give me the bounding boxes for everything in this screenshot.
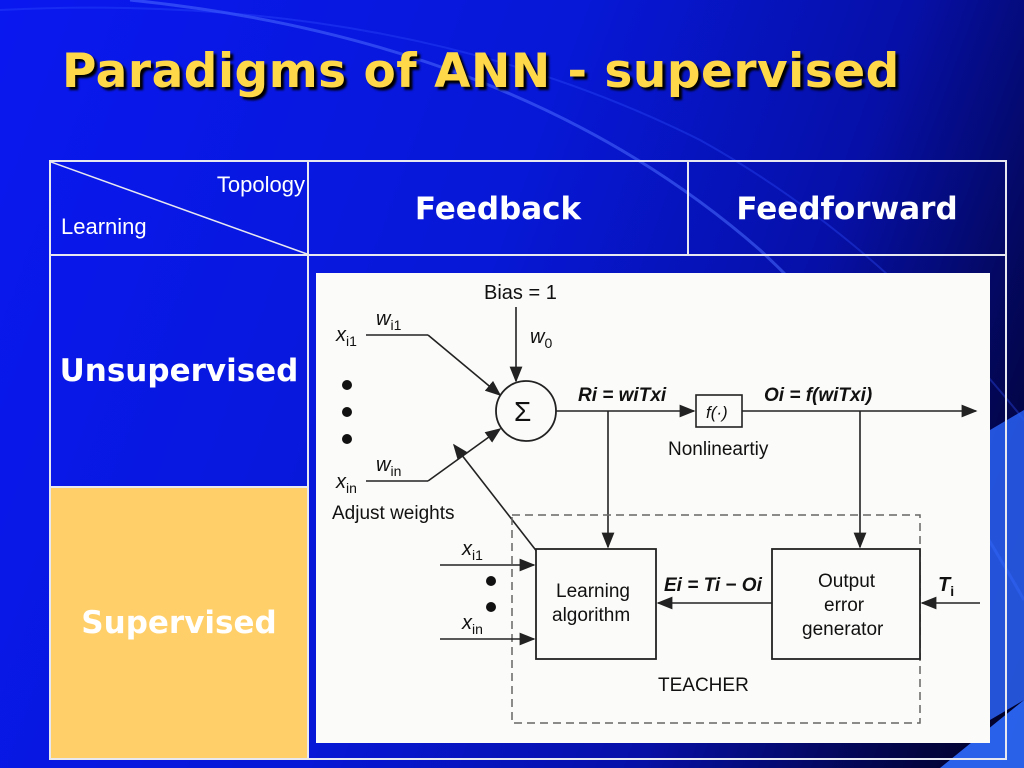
paradigm-table: Topology Learning Feedback Feedforward U…: [49, 160, 1007, 760]
slide-title: Paradigms of ANN - supervised: [62, 44, 900, 99]
nonlinearity-label: Nonlineartiy: [668, 439, 769, 460]
target-label: Ti: [938, 574, 954, 599]
neuron-teacher-diagram: Bias = 1 w0 Σ wi1 xi1 win xin Adjust wei…: [332, 282, 980, 724]
wi1-label: wi1: [376, 308, 402, 333]
topology-label: Topology: [216, 172, 305, 197]
output-error-label-line3: generator: [802, 619, 884, 640]
ellipsis-dot: [342, 380, 352, 390]
input-arrow-top: [427, 334, 502, 397]
column-header-feedback: Feedback: [309, 162, 689, 256]
ellipsis-dot: [342, 407, 352, 417]
output-error-generator-box: [771, 548, 921, 660]
supervised-learning-figure: Bias = 1 w0 Σ wi1 xi1 win xin Adjust wei…: [316, 273, 990, 743]
teacher-xi1-label: xi1: [461, 538, 483, 563]
teacher-xin-label: xin: [461, 612, 483, 637]
output-error-label-line1: Output: [818, 571, 876, 592]
learning-label: Learning: [61, 214, 147, 239]
bias-label: Bias = 1: [484, 282, 557, 304]
xin-label: xin: [335, 471, 357, 496]
ellipsis-dot: [486, 576, 496, 586]
adjust-weights-arrow: [453, 443, 539, 554]
learning-algorithm-box: [535, 548, 657, 660]
learning-algorithm-label-line2: algorithm: [552, 605, 630, 626]
input-arrow-bottom: [427, 428, 502, 482]
xi1-label: xi1: [335, 324, 357, 349]
column-header-feedforward: Feedforward: [689, 162, 1005, 256]
row-header-unsupervised: Unsupervised: [51, 256, 309, 488]
table-corner-cell: Topology Learning: [51, 162, 309, 256]
nonlinearity-box: [695, 394, 743, 428]
activation-equation: Ri = wiTxi: [578, 385, 667, 406]
learning-algorithm-label-line1: Learning: [556, 581, 630, 602]
row-header-supervised: Supervised: [51, 488, 309, 758]
adjust-weights-label: Adjust weights: [332, 503, 455, 524]
error-equation: Ei = Ti − Oi: [664, 575, 763, 596]
ellipsis-dot: [486, 602, 496, 612]
corner-diagonal-line: [51, 162, 308, 255]
ellipsis-dot: [342, 434, 352, 444]
win-label: win: [376, 454, 401, 479]
nonlinearity-function: f(·): [706, 403, 728, 422]
w0-label: w0: [530, 326, 552, 351]
teacher-label: TEACHER: [658, 675, 749, 696]
output-error-label-line2: error: [824, 595, 865, 616]
output-equation: Oi = f(wiTxi): [764, 385, 872, 406]
sigma-symbol: Σ: [514, 396, 531, 427]
